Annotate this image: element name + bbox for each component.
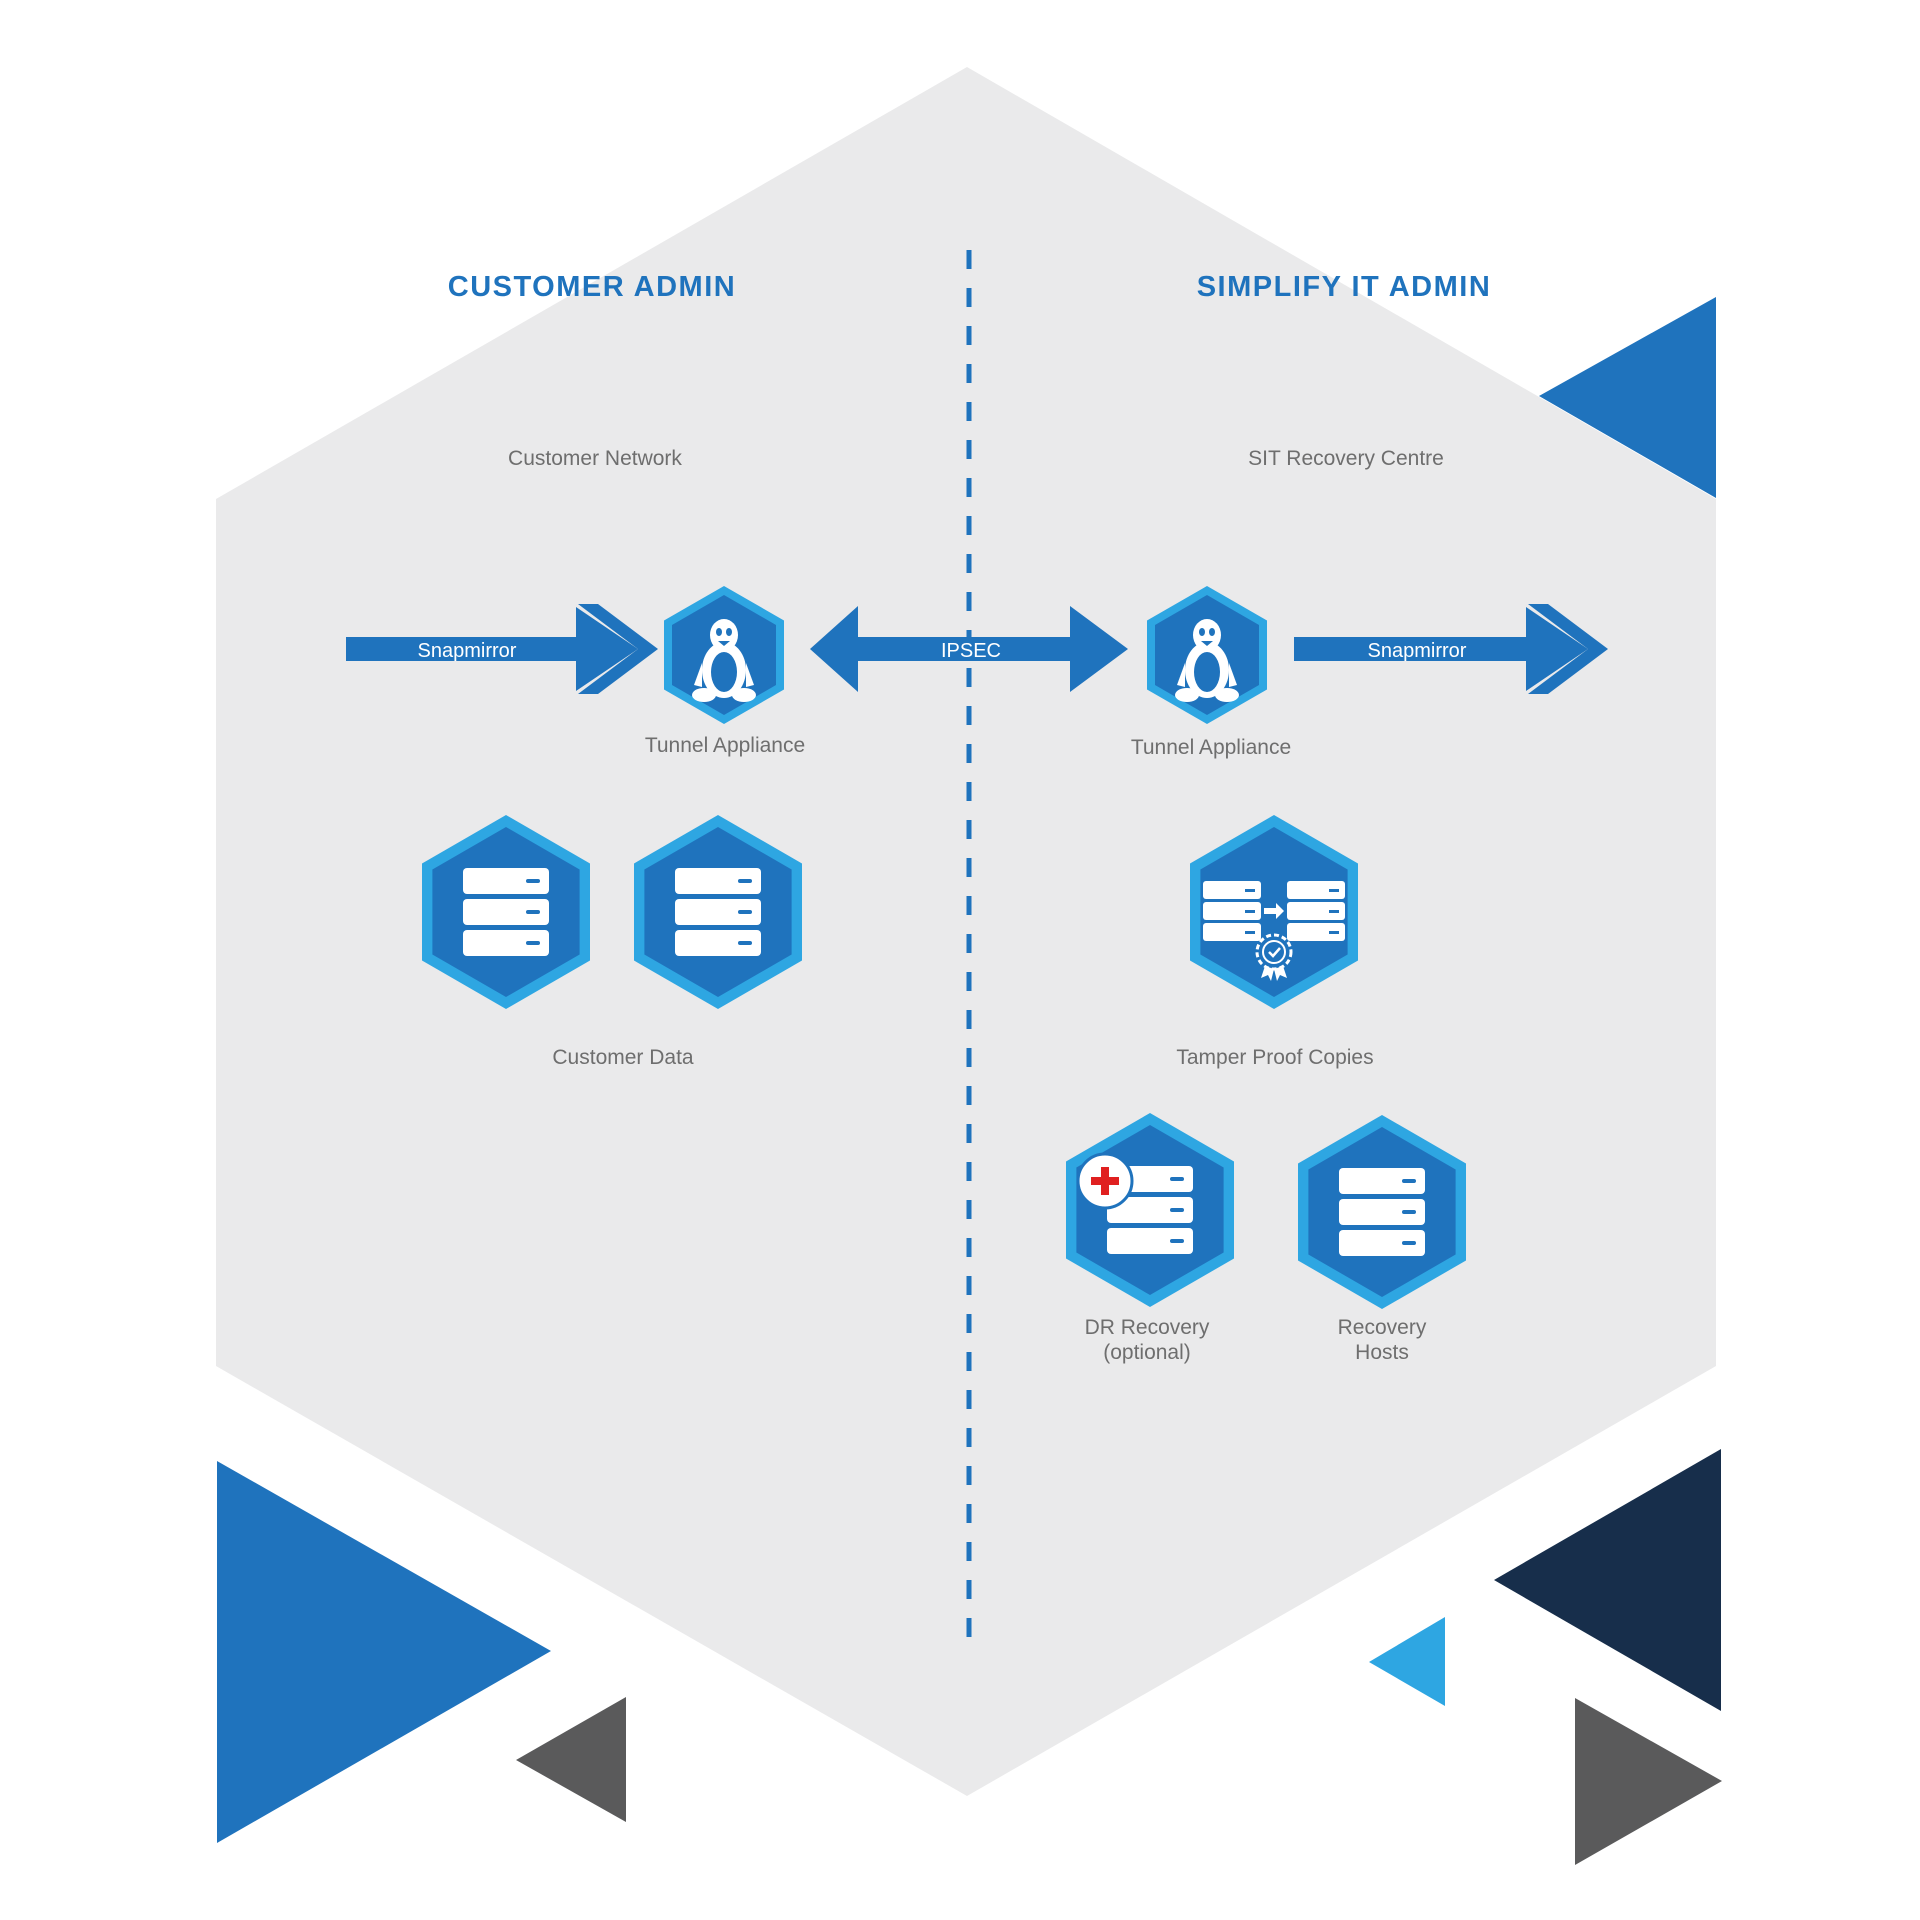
- server-stack-icon: [675, 868, 761, 956]
- snapmirror-right-label: Snapmirror: [1368, 640, 1467, 662]
- snapmirror-left-label: Snapmirror: [418, 640, 517, 662]
- decor-triangle-bottom-left-blue: [217, 1461, 551, 1843]
- decor-triangle-top-right: [1539, 297, 1716, 498]
- snapmirror-arrow-right: Snapmirror: [1294, 604, 1608, 694]
- simplify-it-admin-heading: SIMPLIFY IT ADMIN: [1197, 271, 1492, 303]
- recovery-hosts-label-line2: Hosts: [1355, 1341, 1409, 1364]
- server-stack-icon: [1339, 1168, 1425, 1256]
- dr-recovery-label-line2: (optional): [1103, 1341, 1191, 1364]
- ipsec-arrow: IPSEC: [810, 606, 1128, 692]
- server-copy-certified-icon: [1203, 881, 1345, 981]
- decor-triangle-bottom-right-light: [1369, 1617, 1445, 1706]
- tamper-proof-copies-label: Tamper Proof Copies: [1176, 1046, 1373, 1069]
- snapmirror-arrow-left: Snapmirror: [346, 604, 658, 694]
- server-medical-cross-icon: [1076, 1152, 1193, 1254]
- tunnel-appliance-right-label: Tunnel Appliance: [1131, 736, 1291, 759]
- tamper-proof-copies-node: [1190, 815, 1358, 1009]
- server-stack-icon: [463, 868, 549, 956]
- decor-triangle-bottom-right-navy: [1494, 1449, 1721, 1711]
- customer-network-label: Customer Network: [508, 447, 682, 470]
- sit-recovery-centre-label: SIT Recovery Centre: [1248, 447, 1444, 470]
- decor-triangle-bottom-left-gray: [516, 1697, 626, 1822]
- dr-recovery-label-line1: DR Recovery: [1085, 1316, 1210, 1339]
- dr-recovery-node: [1066, 1113, 1234, 1307]
- tunnel-appliance-left-label: Tunnel Appliance: [645, 734, 805, 757]
- customer-admin-heading: CUSTOMER ADMIN: [448, 271, 736, 303]
- customer-data-label: Customer Data: [552, 1046, 694, 1069]
- ipsec-label: IPSEC: [941, 640, 1001, 662]
- background-hexagon: [216, 67, 1716, 1796]
- recovery-hosts-label-line1: Recovery: [1338, 1316, 1427, 1339]
- decor-triangle-bottom-right-gray: [1575, 1698, 1722, 1865]
